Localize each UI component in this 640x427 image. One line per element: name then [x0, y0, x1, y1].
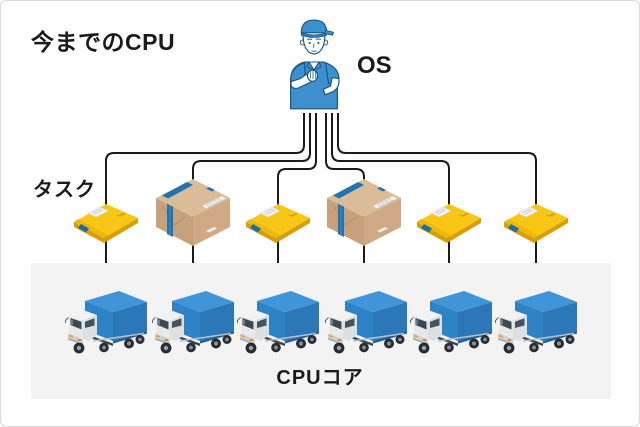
os-person-icon	[275, 14, 353, 112]
cpu-core-truck-icon-2	[146, 291, 236, 359]
cpu-core-truck-icon-1	[59, 291, 149, 359]
task-envelope-icon-5	[415, 197, 483, 243]
cpu-core-truck-icon-3	[231, 291, 321, 359]
cpu-core-truck-icon-4	[319, 291, 409, 359]
cpu-core-truck-icon-6	[489, 291, 579, 359]
task-box-icon-4	[327, 179, 401, 247]
task-box-icon-2	[156, 179, 230, 247]
task-envelope-icon-3	[244, 197, 312, 243]
task-envelope-icon-6	[502, 197, 570, 243]
cpu-cores-label: CPUコア	[276, 367, 364, 389]
page-title: 今までのCPU	[31, 29, 176, 55]
tasks-label: タスク	[33, 179, 96, 201]
cpu-core-truck-icon-5	[404, 291, 494, 359]
task-envelope-icon-1	[72, 197, 140, 243]
os-label: OS	[357, 52, 392, 79]
